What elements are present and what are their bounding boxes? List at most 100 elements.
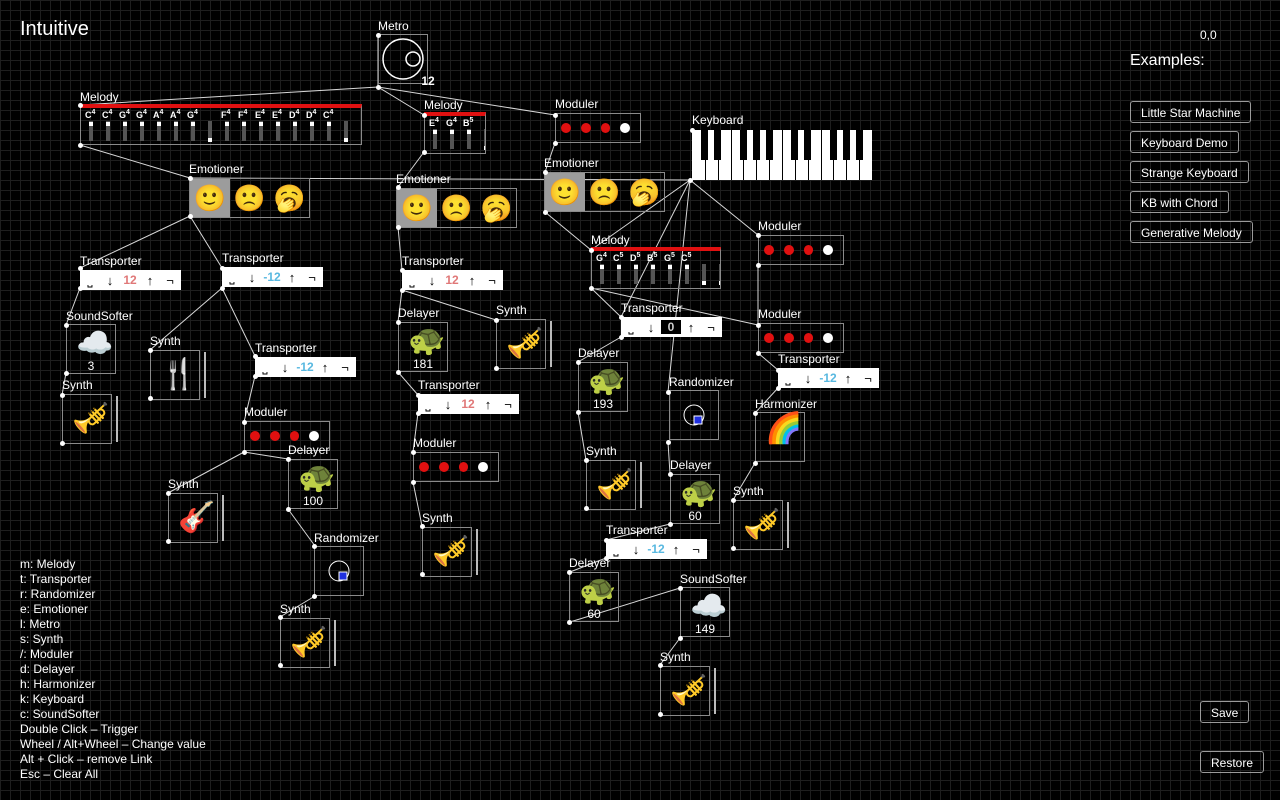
synth-box[interactable]: 🎺 bbox=[660, 666, 710, 716]
hold-icon[interactable]: ¬ bbox=[864, 370, 872, 386]
emotion-sad-icon[interactable]: 🙁 bbox=[588, 176, 621, 207]
melody-step-knob[interactable] bbox=[634, 265, 638, 269]
up-arrow-icon[interactable]: ↑ bbox=[288, 269, 296, 285]
melody-step[interactable]: G4 bbox=[136, 108, 148, 144]
connection-dot[interactable] bbox=[494, 318, 499, 323]
connection-dot[interactable] bbox=[604, 556, 609, 561]
connection-dot[interactable] bbox=[242, 450, 247, 455]
randomizer-box[interactable] bbox=[669, 390, 719, 440]
synth-box[interactable]: 🎺 bbox=[586, 460, 636, 510]
moduler-pattern[interactable] bbox=[758, 235, 844, 265]
melody-step[interactable]: E4 bbox=[429, 116, 441, 152]
connection-dot[interactable] bbox=[589, 248, 594, 253]
melody-step[interactable]: E4 bbox=[272, 108, 284, 144]
up-arrow-icon[interactable]: ↑ bbox=[687, 319, 695, 335]
connection-dot[interactable] bbox=[666, 390, 671, 395]
melody-step-knob[interactable] bbox=[157, 122, 161, 126]
volume-bar[interactable] bbox=[714, 668, 716, 714]
volume-bar[interactable] bbox=[550, 321, 552, 367]
melody-step-knob[interactable] bbox=[89, 122, 93, 126]
connection-dot[interactable] bbox=[756, 233, 761, 238]
connection-dot[interactable] bbox=[731, 546, 736, 551]
rest-icon[interactable]: ⎵ bbox=[409, 272, 415, 287]
melody-step[interactable] bbox=[204, 108, 216, 144]
soundsofter-box[interactable]: ☁️ 149 bbox=[680, 587, 730, 637]
rest-icon[interactable]: ⎵ bbox=[613, 541, 619, 556]
soundsofter-box[interactable]: ☁️ 3 bbox=[66, 324, 116, 374]
melody-step[interactable]: G4 bbox=[446, 116, 458, 152]
connection-dot[interactable] bbox=[776, 386, 781, 391]
moduler-step[interactable] bbox=[823, 333, 833, 343]
connection-dot[interactable] bbox=[543, 170, 548, 175]
connection-dot[interactable] bbox=[396, 185, 401, 190]
connection-dot[interactable] bbox=[376, 85, 381, 90]
up-arrow-icon[interactable]: ↑ bbox=[146, 272, 154, 288]
connection-dot[interactable] bbox=[312, 544, 317, 549]
melody-step[interactable]: A4 bbox=[153, 108, 165, 144]
transpose-value[interactable]: -12 bbox=[647, 542, 665, 556]
piano-keyboard[interactable] bbox=[692, 130, 872, 180]
melody-step[interactable]: G4 bbox=[187, 108, 199, 144]
connection-dot[interactable] bbox=[776, 368, 781, 373]
moduler-pattern[interactable] bbox=[555, 113, 641, 143]
melody-step-knob[interactable] bbox=[140, 122, 144, 126]
example-kb-with-chord-button[interactable]: KB with Chord bbox=[1130, 191, 1229, 213]
moduler-step[interactable] bbox=[783, 245, 794, 255]
connection-dot[interactable] bbox=[553, 141, 558, 146]
connection-dot[interactable] bbox=[422, 113, 427, 118]
up-arrow-icon[interactable]: ↑ bbox=[672, 541, 680, 557]
randomizer-box[interactable] bbox=[314, 546, 364, 596]
moduler-step[interactable] bbox=[783, 333, 794, 343]
piano-black-key[interactable] bbox=[753, 130, 760, 160]
transpose-value[interactable]: 12 bbox=[461, 397, 475, 411]
melody-step[interactable]: C4 bbox=[323, 108, 335, 144]
emotion-happy-icon[interactable]: 🙂 bbox=[397, 189, 437, 227]
hold-icon[interactable]: ¬ bbox=[488, 272, 496, 288]
connection-dot[interactable] bbox=[396, 225, 401, 230]
connection-dot[interactable] bbox=[400, 288, 405, 293]
connection-dot[interactable] bbox=[668, 472, 673, 477]
moduler-step[interactable] bbox=[250, 431, 260, 441]
melody-step-knob[interactable] bbox=[484, 146, 485, 150]
connection-dot[interactable] bbox=[756, 351, 761, 356]
melody-step-knob[interactable] bbox=[225, 122, 229, 126]
connection-dot[interactable] bbox=[678, 586, 683, 591]
delayer-box[interactable]: 🐢 100 bbox=[288, 459, 338, 509]
melody-step-knob[interactable] bbox=[450, 130, 454, 134]
connection-dot[interactable] bbox=[78, 286, 83, 291]
connection-dot[interactable] bbox=[148, 396, 153, 401]
up-arrow-icon[interactable]: ↑ bbox=[844, 370, 852, 386]
rest-icon[interactable]: ⎵ bbox=[785, 370, 791, 385]
melody-step-knob[interactable] bbox=[174, 122, 178, 126]
connection-dot[interactable] bbox=[64, 323, 69, 328]
connection-dot[interactable] bbox=[731, 498, 736, 503]
connection-dot[interactable] bbox=[619, 315, 624, 320]
connection-dot[interactable] bbox=[668, 522, 673, 527]
up-arrow-icon[interactable]: ↑ bbox=[321, 359, 329, 375]
connection-dot[interactable] bbox=[553, 113, 558, 118]
connection-dot[interactable] bbox=[286, 507, 291, 512]
moduler-step[interactable] bbox=[419, 462, 429, 472]
rest-icon[interactable]: ⎵ bbox=[87, 272, 93, 287]
melody-step-knob[interactable] bbox=[651, 265, 655, 269]
connection-dot[interactable] bbox=[242, 420, 247, 425]
piano-black-key[interactable] bbox=[804, 130, 811, 160]
synth-box[interactable]: 🎺 bbox=[62, 394, 112, 444]
connection-dot[interactable] bbox=[604, 538, 609, 543]
transporter-control[interactable]: ⎵ ↓ -12 ↑ ¬ bbox=[255, 357, 356, 377]
down-arrow-icon[interactable]: ↓ bbox=[428, 272, 436, 288]
emotioner-faces[interactable]: 🙂 🙁 🥱 bbox=[544, 172, 665, 212]
transpose-value[interactable]: 12 bbox=[123, 273, 137, 287]
connection-dot[interactable] bbox=[420, 572, 425, 577]
synth-box[interactable]: 🎸 bbox=[168, 493, 218, 543]
connection-dot[interactable] bbox=[188, 176, 193, 181]
melody-step[interactable] bbox=[715, 251, 720, 287]
moduler-step[interactable] bbox=[309, 431, 319, 441]
example-strange-keyboard-button[interactable]: Strange Keyboard bbox=[1130, 161, 1249, 183]
emotion-yawn-icon[interactable]: 🥱 bbox=[627, 176, 661, 207]
melody-step-knob[interactable] bbox=[106, 122, 110, 126]
emotion-sad-icon[interactable]: 🙁 bbox=[440, 192, 473, 223]
delayer-box[interactable]: 🐢 193 bbox=[578, 362, 628, 412]
